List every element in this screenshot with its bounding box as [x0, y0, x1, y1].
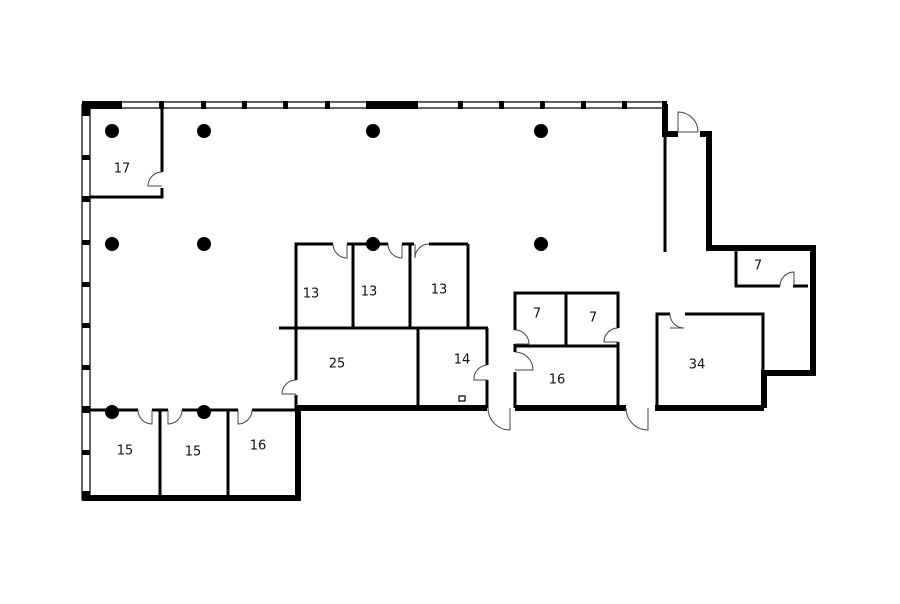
- column: [534, 124, 548, 138]
- room-14-label: 14: [454, 353, 471, 368]
- room-13b-label: 13: [361, 285, 378, 300]
- exterior-walls: [82, 104, 816, 501]
- columns: [105, 124, 548, 419]
- left-exterior-wall: [81, 104, 91, 501]
- column: [366, 124, 380, 138]
- column: [105, 405, 119, 419]
- outlet-icon: [458, 395, 466, 402]
- column: [105, 237, 119, 251]
- room-16b-label: 16: [250, 439, 267, 454]
- room-15b-label: 15: [185, 445, 202, 460]
- interior-walls: [90, 108, 808, 497]
- room-7c-label: 7: [754, 259, 762, 274]
- room-7b-label: 7: [589, 311, 597, 326]
- room-34-label: 34: [689, 358, 706, 373]
- column: [197, 124, 211, 138]
- column: [197, 405, 211, 419]
- column: [197, 237, 211, 251]
- top-exterior-wall: [82, 101, 667, 109]
- room-13a-label: 13: [303, 287, 320, 302]
- column: [105, 124, 119, 138]
- room-7a-label: 7: [533, 307, 541, 322]
- room-16a-label: 16: [549, 373, 566, 388]
- room-13c-label: 13: [431, 283, 448, 298]
- room-17-label: 17: [114, 162, 131, 177]
- column: [534, 237, 548, 251]
- room-labels: 17 13 13 13 25 14 7 7 16 7 34 15 15 16: [114, 162, 762, 460]
- room-25-label: 25: [329, 357, 346, 372]
- room-15a-label: 15: [117, 444, 134, 459]
- doors: [137, 111, 795, 431]
